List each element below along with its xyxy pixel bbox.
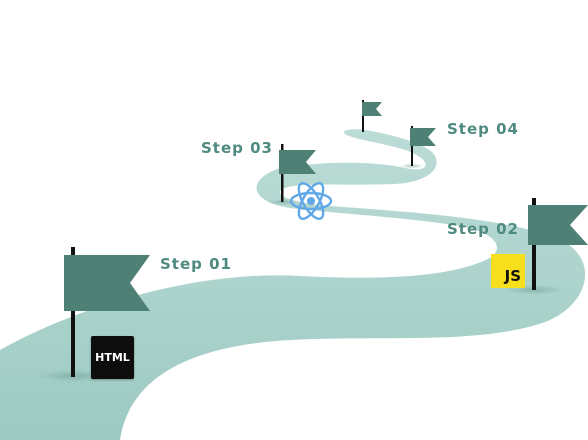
flag-icon-finish xyxy=(362,100,382,132)
html-badge-text: HTML xyxy=(95,351,130,364)
html5-icon: HTML xyxy=(91,336,134,379)
flag-icon-step-03 xyxy=(279,144,316,202)
flag-icon-step-01 xyxy=(64,247,150,377)
flag-icon-step-04 xyxy=(410,126,436,166)
winding-road xyxy=(0,129,586,440)
step-04-label: Step 04 xyxy=(447,120,519,138)
js-badge-text: JS xyxy=(504,267,521,285)
step-02-label: Step 02 xyxy=(447,220,519,238)
step-03-label: Step 03 xyxy=(201,139,273,157)
flag-icon-step-02 xyxy=(528,198,588,290)
step-01-label: Step 01 xyxy=(160,255,232,273)
javascript-icon: JS xyxy=(491,254,525,288)
react-icon xyxy=(289,182,333,220)
